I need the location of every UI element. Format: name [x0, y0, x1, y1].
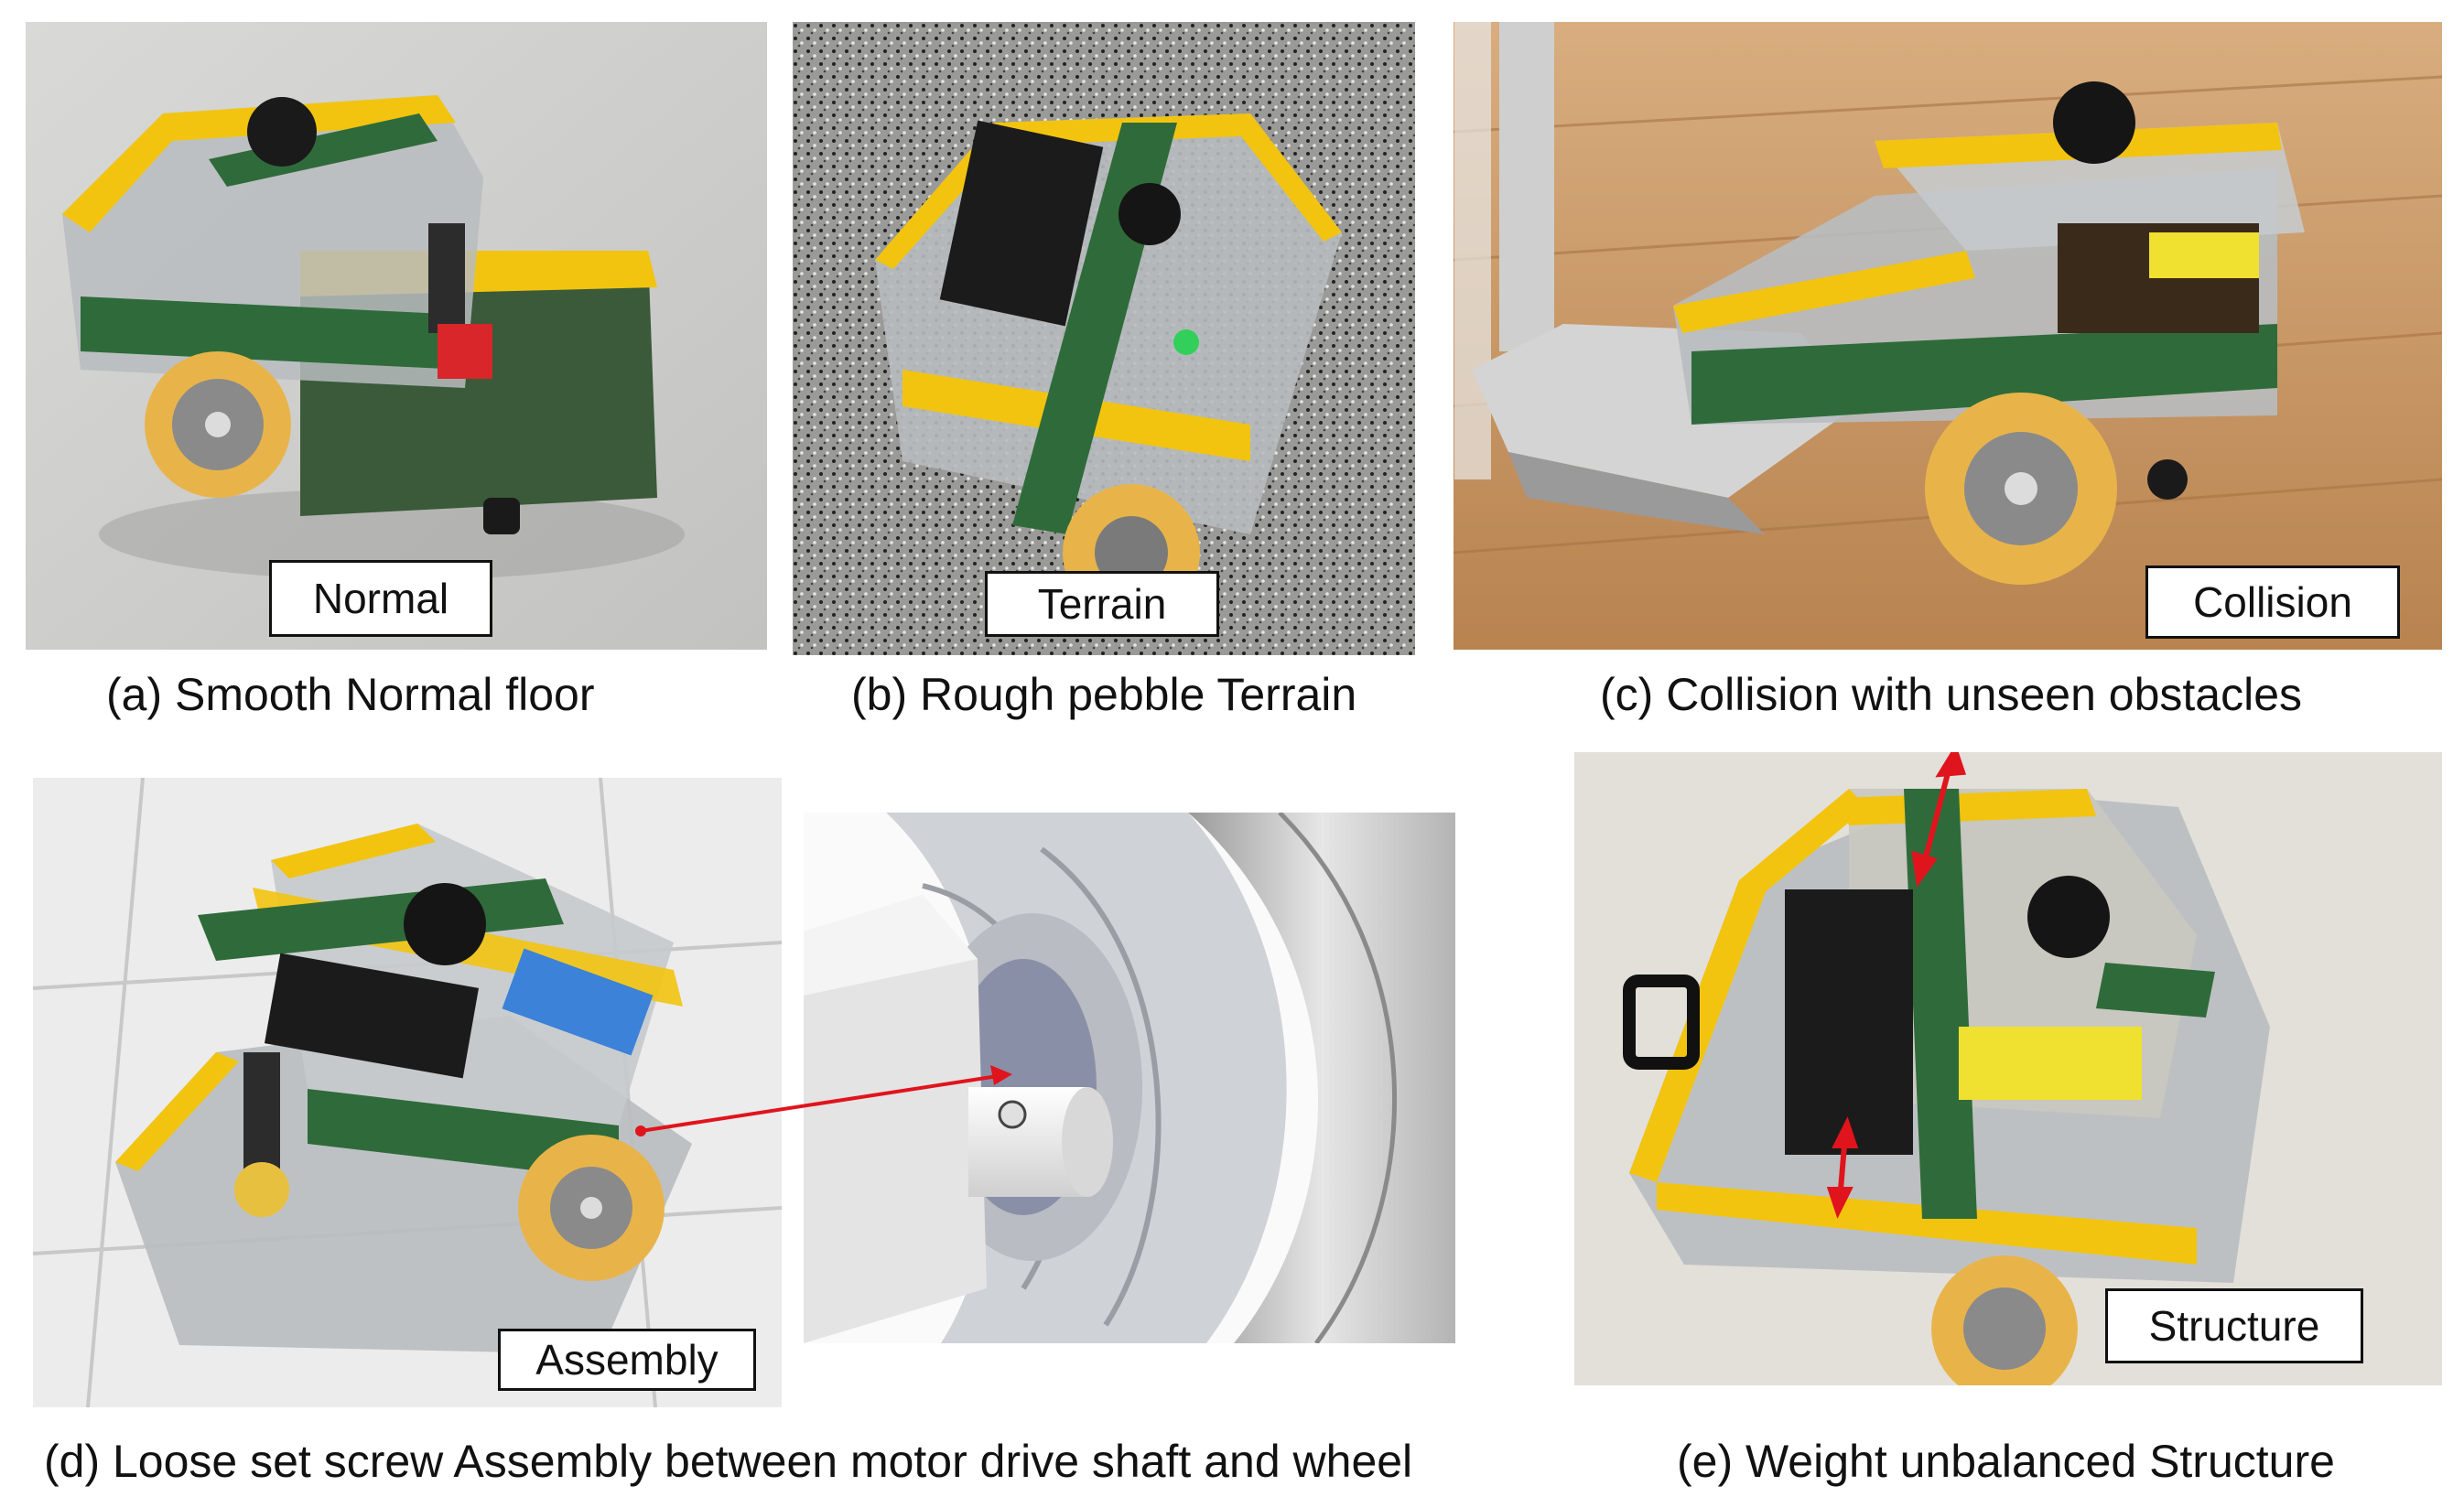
robot-illustration-c	[1454, 22, 2442, 650]
photo-normal-floor: Normal	[26, 22, 767, 650]
tag-structure: Structure	[2105, 1288, 2363, 1363]
robot-illustration-b	[793, 22, 1415, 655]
tag-assembly: Assembly	[498, 1329, 756, 1391]
caption-d: (d) Loose set screw Assembly between mot…	[44, 1436, 1413, 1487]
photo-assembly: Assembly	[33, 778, 782, 1407]
caption-c: (c) Collision with unseen obstacles	[1600, 669, 2303, 720]
robot-illustration-a	[26, 22, 767, 650]
tag-collision: Collision	[2145, 565, 2400, 639]
caption-e: (e) Weight unbalanced Structure	[1677, 1436, 2335, 1487]
cad-illustration	[804, 813, 1455, 1343]
caption-a: (a) Smooth Normal floor	[106, 669, 595, 720]
tag-normal: Normal	[269, 560, 492, 637]
cad-shaft-wheel-closeup	[804, 813, 1455, 1343]
caption-b: (b) Rough pebble Terrain	[851, 669, 1357, 720]
robot-illustration-d	[33, 778, 782, 1407]
photo-pebble-terrain: Terrain	[793, 22, 1415, 655]
robot-illustration-e	[1574, 752, 2442, 1385]
photo-unbalanced-structure: Structure	[1574, 752, 2442, 1385]
photo-collision: Collision	[1454, 22, 2442, 650]
tag-terrain: Terrain	[985, 571, 1219, 637]
